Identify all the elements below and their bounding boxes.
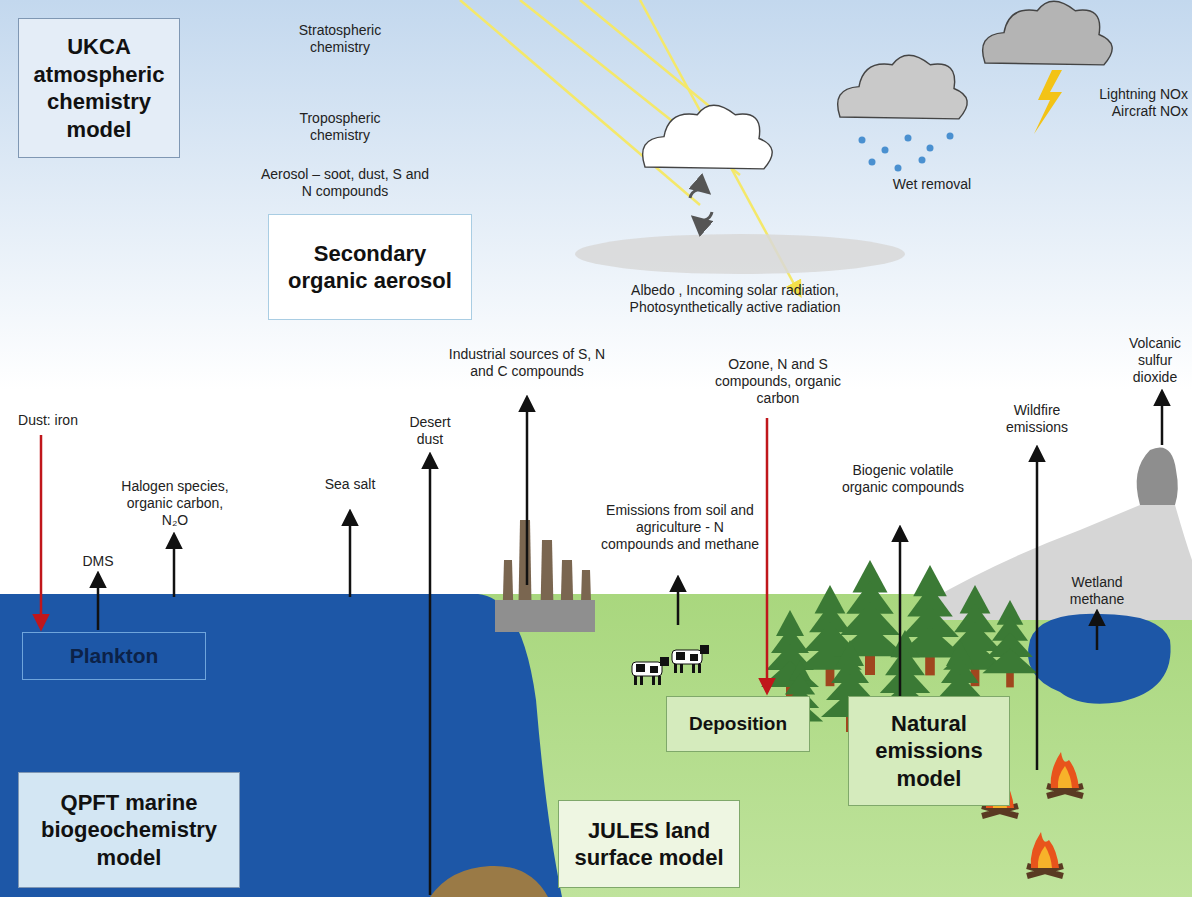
volcano — [930, 505, 1192, 620]
annotation-label: Biogenic volatile organic compounds — [828, 462, 978, 496]
model-box: JULES land surface model — [558, 800, 740, 888]
factory-building — [495, 600, 595, 632]
recycle-symbol — [690, 189, 712, 220]
volcanic-plume — [1137, 448, 1178, 506]
model-box: Plankton — [22, 632, 206, 680]
rain-drop — [895, 165, 902, 172]
annotation-label: Stratospheric chemistry — [284, 22, 396, 56]
rain-drop — [905, 135, 912, 142]
model-name: UKCA atmospheric chemistry model — [29, 33, 169, 143]
rain-drop — [947, 133, 954, 140]
cloud — [983, 1, 1113, 65]
flux-arrow — [766, 418, 769, 692]
ocean — [0, 594, 562, 897]
lightning-bolt — [1034, 70, 1062, 134]
annotation-label: Ozone, N and S compounds, organic carbon — [693, 356, 863, 406]
flux-arrow — [173, 535, 176, 597]
annotation-label: Wetland methane — [1057, 574, 1137, 608]
rain-drop — [919, 157, 926, 164]
rain-drop — [882, 147, 889, 154]
sediment — [430, 866, 548, 897]
annotation-label: Emissions from soil and agriculture - N … — [600, 502, 760, 552]
sun-ray — [460, 0, 700, 205]
flux-arrow — [429, 455, 432, 895]
cloud — [838, 55, 968, 119]
model-name: Natural emissions model — [859, 710, 999, 793]
tree — [982, 600, 1037, 687]
annotation-label: Aerosol – soot, dust, S and N compounds — [260, 166, 430, 200]
annotation-label: Tropospheric chemistry — [284, 110, 396, 144]
annotation-label: Industrial sources of S, N and C compoun… — [442, 346, 612, 380]
flux-arrow — [677, 578, 680, 625]
flux-arrow — [526, 398, 529, 585]
model-name: Secondary organic aerosol — [279, 240, 461, 295]
model-name: JULES land surface model — [569, 817, 729, 872]
sky — [0, 0, 1192, 600]
cloud — [643, 105, 773, 169]
tree — [761, 610, 819, 702]
annotation-label: DMS — [73, 553, 123, 570]
model-name: Plankton — [33, 643, 195, 669]
model-name: Deposition — [677, 712, 799, 736]
model-box: Secondary organic aerosol — [268, 214, 472, 320]
flux-arrow — [1161, 392, 1164, 445]
wetland-lake — [1028, 614, 1171, 704]
annotation-label: Albedo , Incoming solar radiation, Photo… — [610, 282, 860, 316]
rain-drop — [927, 145, 934, 152]
surface-haze — [575, 234, 905, 274]
flux-arrow — [40, 435, 43, 628]
model-box: QPFT marine biogeochemistry model — [18, 772, 240, 888]
rain-drop — [859, 137, 866, 144]
annotation-label: Volcanic sulfur dioxide — [1123, 335, 1187, 385]
model-box: Deposition — [666, 696, 810, 752]
flux-arrow — [1036, 448, 1039, 770]
tree — [834, 560, 907, 675]
fire — [1047, 752, 1083, 796]
flux-arrow — [1096, 612, 1099, 650]
annotation-label: Sea salt — [315, 476, 385, 493]
model-box: UKCA atmospheric chemistry model — [18, 18, 180, 158]
model-name: QPFT marine biogeochemistry model — [29, 789, 229, 872]
annotation-label: Halogen species, organic carbon, N₂O — [119, 478, 231, 528]
annotation-label: Dust: iron — [6, 412, 90, 429]
cow — [672, 645, 709, 673]
rain-drop — [869, 159, 876, 166]
flux-arrow — [899, 528, 902, 720]
annotation-label: Wildfire emissions — [997, 402, 1077, 436]
fire — [1027, 832, 1063, 876]
land — [0, 594, 1192, 897]
annotation-label: Desert dust — [400, 414, 460, 448]
annotation-label: Wet removal — [892, 176, 972, 193]
model-box: Natural emissions model — [848, 696, 1010, 806]
flux-arrow — [349, 512, 352, 597]
cow — [632, 657, 669, 685]
annotation-label: Lightning NOx Aircraft NOx — [1092, 86, 1188, 120]
flux-arrow — [97, 574, 100, 630]
